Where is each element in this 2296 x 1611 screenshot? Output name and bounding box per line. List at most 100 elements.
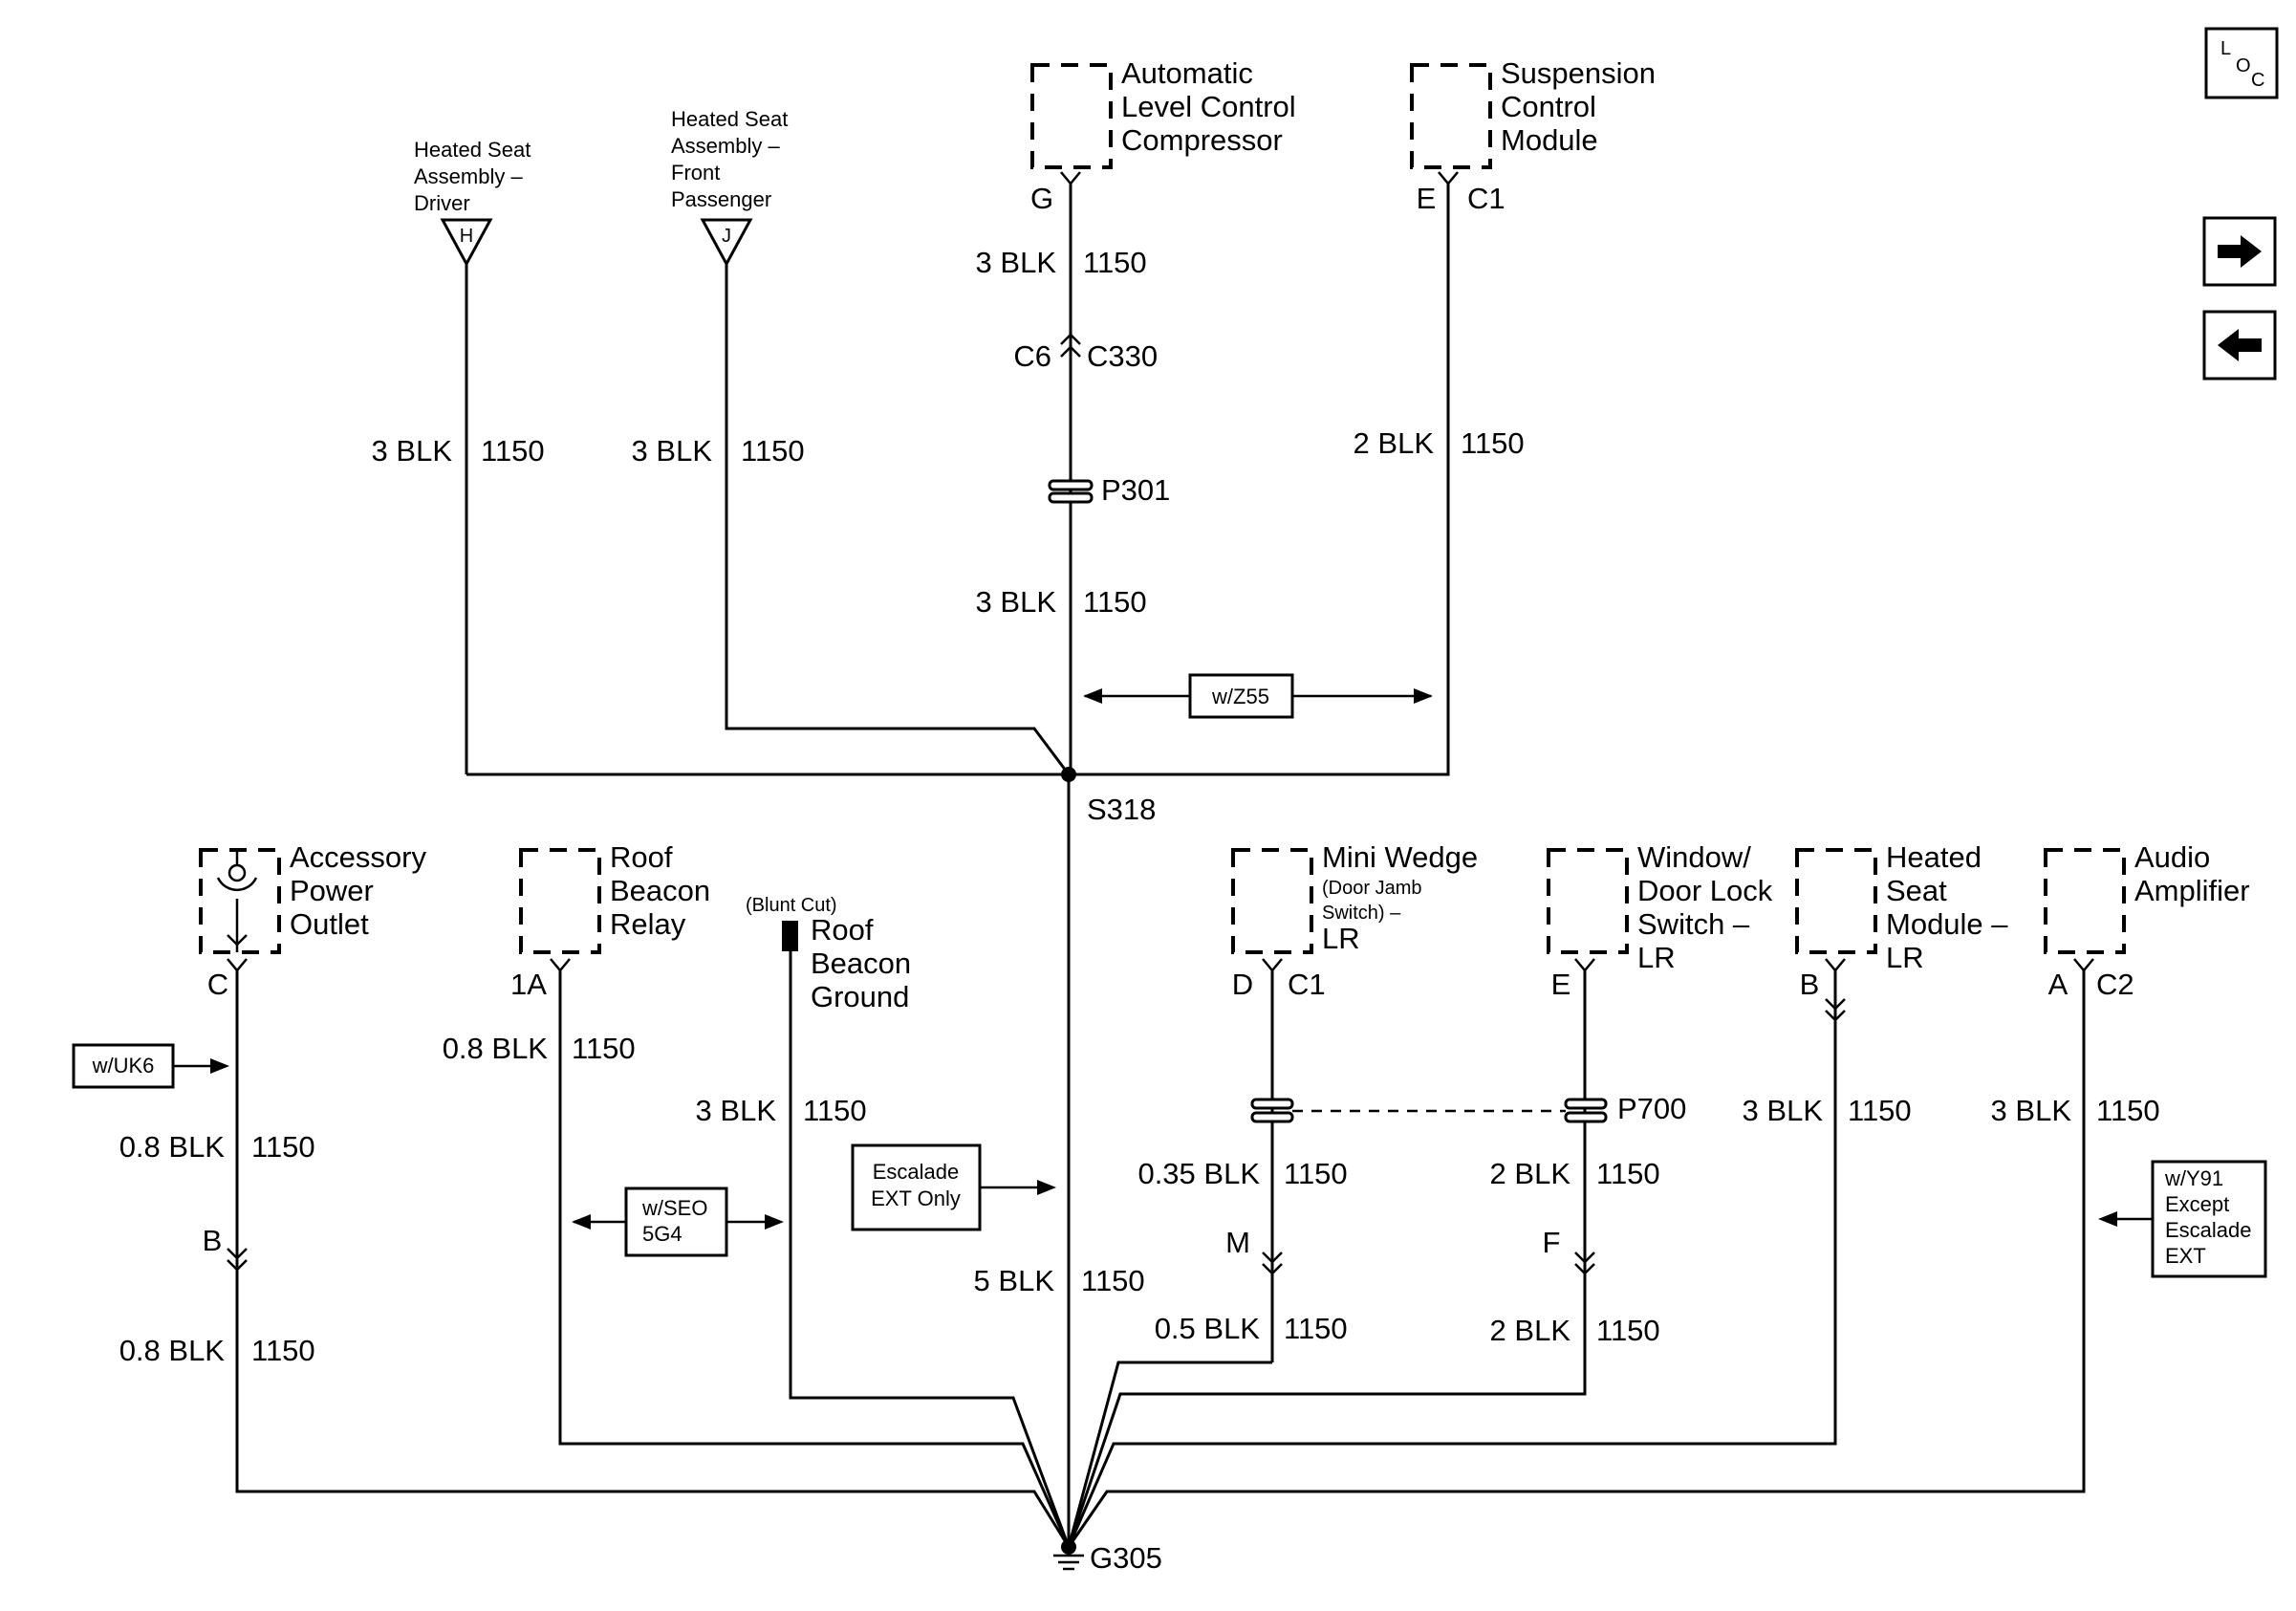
- option-uk6: w/UK6: [72, 1043, 229, 1089]
- window-door-lock-switch: Window/ Door Lock Switch – LR E: [1547, 840, 1773, 1001]
- connector-label: C1: [1288, 968, 1326, 1001]
- option-z55: w/Z55: [1083, 673, 1433, 719]
- wire-gauge: 0.8 BLK: [119, 1334, 226, 1367]
- female-terminal-icon: [1825, 958, 1846, 972]
- wire-circuit: 1150: [572, 1032, 636, 1065]
- component-label: Accessory: [290, 840, 426, 874]
- wire-gauge: 2 BLK: [1490, 1157, 1571, 1190]
- pin-label: C6: [1013, 339, 1051, 373]
- wire-gauge: 3 BLK: [632, 434, 713, 468]
- wire-circuit: 1150: [1083, 585, 1147, 619]
- grommet-icon: [1564, 1098, 1608, 1110]
- wire-gauge: 2 BLK: [1490, 1314, 1571, 1347]
- outlet-socket-icon: [216, 877, 258, 892]
- arrow-right-icon: [2218, 235, 2262, 268]
- passthrough-p301: P301: [1048, 473, 1170, 507]
- component-dashed-box: [1795, 848, 1877, 954]
- suspension-control-module: Suspension Control Module E C1: [1410, 56, 1656, 215]
- accessory-power-outlet: Accessory Power Outlet C: [199, 840, 426, 1001]
- component-label: Assembly –: [671, 134, 780, 158]
- wire-passenger: [725, 264, 1071, 775]
- arrow-left-icon: [1083, 688, 1102, 704]
- female-terminal-icon: [1574, 958, 1595, 972]
- option-label: Escalade: [2165, 1218, 2252, 1242]
- wire-gauge: 0.5 BLK: [1155, 1312, 1261, 1345]
- component-dashed-box: [1030, 63, 1113, 169]
- pin-label: 1A: [510, 968, 547, 1001]
- forward-button[interactable]: [2202, 216, 2277, 287]
- wire-circuit: 1150: [2096, 1094, 2160, 1127]
- grommet-icon: [1048, 491, 1094, 504]
- component-label: Driver: [414, 191, 470, 215]
- ground-junction-icon: [1061, 1539, 1076, 1555]
- arrow-left-icon: [2098, 1211, 2117, 1227]
- wire-gauge: 5 BLK: [974, 1264, 1055, 1297]
- pin-label: E: [1417, 182, 1437, 215]
- locator-button[interactable]: L O C: [2204, 27, 2279, 99]
- wire-wedge-to-ground: [1067, 1361, 1272, 1548]
- pin-label: J: [722, 226, 731, 247]
- grommet-icon: [1048, 479, 1094, 491]
- arrow-right-icon: [1414, 688, 1433, 704]
- component-label: Outlet: [290, 907, 369, 941]
- component-label: Heated: [1886, 840, 1982, 874]
- female-terminal-icon: [227, 958, 248, 972]
- connector-label: C1: [1467, 182, 1505, 215]
- connector-label: C330: [1087, 339, 1158, 373]
- component-label: Seat: [1886, 874, 1947, 907]
- female-terminal-icon: [1438, 171, 1459, 185]
- female-terminal-icon: [1060, 345, 1081, 358]
- option-box: [1188, 673, 1294, 719]
- component-label: LR: [1322, 922, 1360, 955]
- component-label: Window/: [1637, 840, 1751, 874]
- wire-circuit: 1150: [1083, 246, 1147, 279]
- wire-outlet: [235, 970, 1071, 1548]
- pin-label: G: [1030, 182, 1053, 215]
- grommet-icon: [1564, 1111, 1608, 1123]
- arrow-right-icon: [210, 1058, 229, 1074]
- component-label: Switch –: [1637, 907, 1750, 941]
- option-label: EXT: [2165, 1244, 2206, 1268]
- option-label: w/UK6: [92, 1054, 155, 1078]
- component-label: Heated Seat: [414, 138, 531, 162]
- component-label: Relay: [610, 907, 686, 941]
- female-terminal-icon: [1262, 1252, 1283, 1264]
- component-dashed-box: [1231, 848, 1313, 954]
- component-label: Beacon: [811, 947, 911, 980]
- component-label: Ground: [811, 980, 909, 1013]
- female-terminal-icon: [550, 958, 571, 972]
- passthrough-p700: P700: [1250, 1092, 1686, 1125]
- back-button[interactable]: [2202, 310, 2277, 381]
- female-terminal-icon: [227, 1248, 248, 1260]
- locator-letter: C: [2251, 70, 2264, 91]
- grommet-icon: [1250, 1111, 1294, 1123]
- component-label: Level Control: [1121, 90, 1296, 123]
- component-dashed-box: [1410, 63, 1492, 169]
- ground-label: G305: [1090, 1541, 1162, 1575]
- blunt-cut-icon: [782, 921, 798, 951]
- pin-label: D: [1232, 968, 1253, 1001]
- wire-circuit: 1150: [1848, 1094, 1912, 1127]
- connector-triangle-icon: [440, 218, 493, 268]
- forward-button-frame[interactable]: [2202, 216, 2277, 287]
- alc-compressor: Automatic Level Control Compressor G: [1030, 56, 1296, 215]
- option-label: EXT Only: [871, 1186, 961, 1210]
- component-dashed-box: [1547, 848, 1629, 954]
- pin-label: F: [1543, 1226, 1561, 1259]
- wire-circuit: 1150: [1081, 1264, 1145, 1297]
- female-terminal-icon: [1060, 171, 1081, 185]
- option-label: 5G4: [642, 1222, 682, 1246]
- arrow-left-icon: [2218, 329, 2262, 361]
- pin-label: A: [2048, 968, 2069, 1001]
- wire-circuit: 1150: [251, 1130, 315, 1164]
- wire-gauge: 3 BLK: [1743, 1094, 1824, 1127]
- connector-label: P700: [1617, 1092, 1686, 1125]
- locator-button-frame[interactable]: [2204, 27, 2279, 99]
- wire-gauge: 0.35 BLK: [1137, 1157, 1260, 1190]
- blunt-cut-note: (Blunt Cut): [746, 895, 837, 916]
- heated-seat-passenger: Heated Seat Assembly – Front Passenger J: [671, 107, 788, 268]
- wire-circuit: 1150: [251, 1334, 315, 1367]
- female-terminal-icon: [1574, 1252, 1595, 1264]
- option-label: w/SEO: [641, 1196, 707, 1220]
- component-label: Audio: [2134, 840, 2210, 874]
